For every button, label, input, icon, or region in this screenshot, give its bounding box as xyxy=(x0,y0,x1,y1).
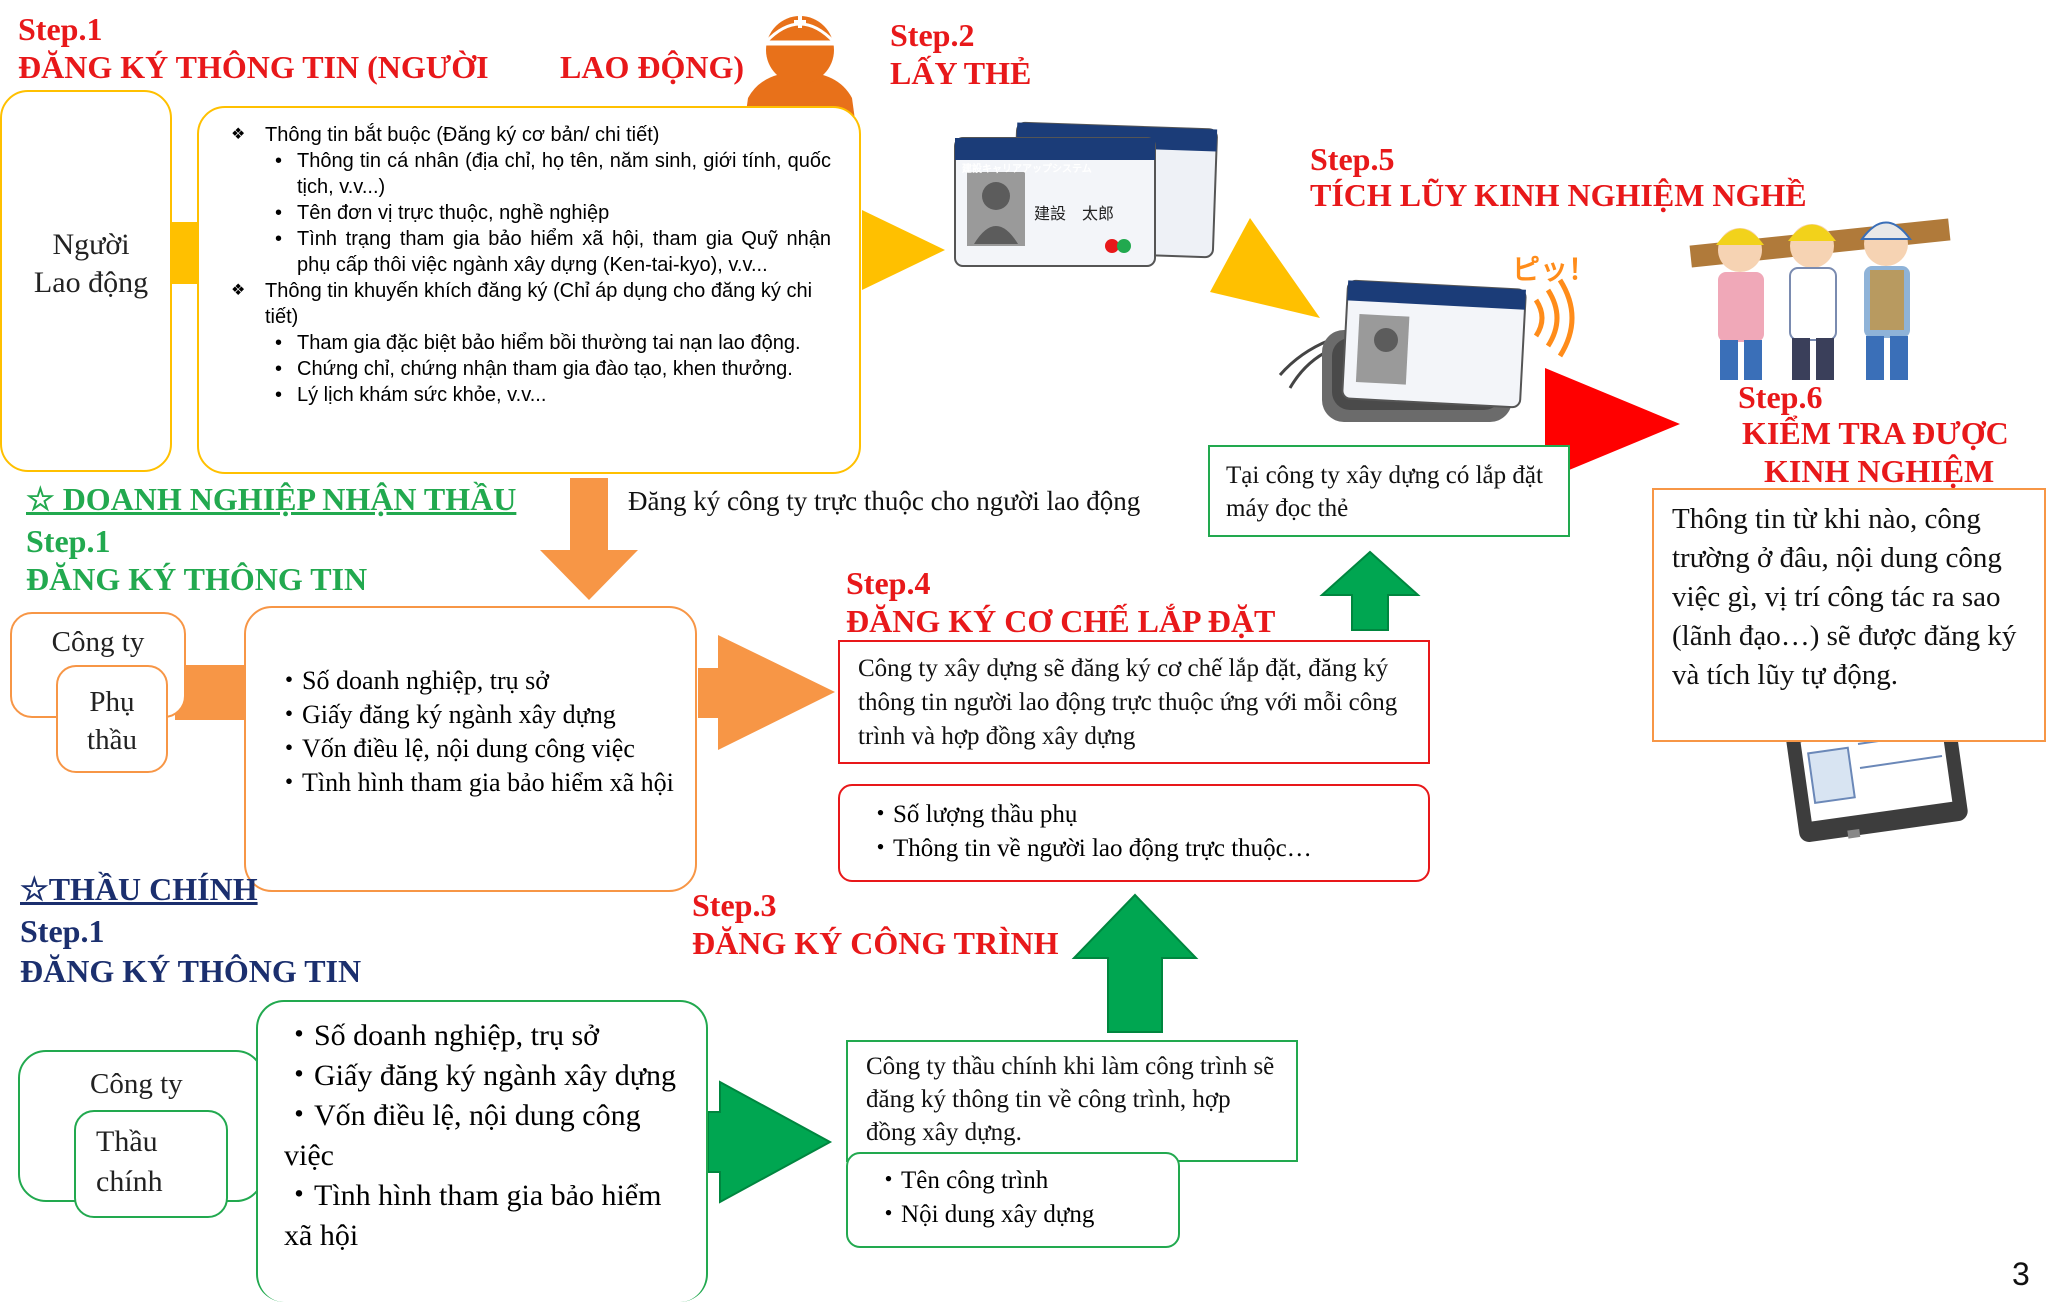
worker-title-2: LAO ĐỘNG) xyxy=(560,49,744,85)
worker-info-list: Thông tin bắt buộc (Đăng ký cơ bản/ chi … xyxy=(227,122,831,408)
step4-item: Số lượng thầu phụ xyxy=(868,798,1428,832)
prime-info-item: Tình hình tham gia bảo hiểm xã hội xyxy=(284,1176,690,1256)
step5-title: TÍCH LŨY KINH NGHIỆM NGHỀ xyxy=(1310,177,1807,213)
worker-info-item: Tình trạng tham gia bảo hiểm xã hội, tha… xyxy=(227,226,831,278)
step4-items-box: Số lượng thầu phụThông tin về người lao … xyxy=(838,784,1430,882)
subcontractor-title: ĐĂNG KÝ THÔNG TIN xyxy=(26,561,368,597)
card-name-text: 建設 太郎 xyxy=(1034,206,1115,223)
step4-item: Thông tin về người lao động trực thuộc… xyxy=(868,832,1428,866)
prime-info-item: Giấy đăng ký ngành xây dựng xyxy=(284,1056,690,1096)
step3-item: Nội dung xây dựng xyxy=(876,1198,1178,1232)
card-org-text: 建設キャリアアップシステム xyxy=(962,164,1092,175)
step3-title: ĐĂNG KÝ CÔNG TRÌNH xyxy=(692,925,1059,961)
subcontractor-entity-inner-label: Phụ thầu xyxy=(87,686,137,756)
step6-step-label: Step.6 xyxy=(1738,379,1823,415)
prime-entity-inner: Thầu chính xyxy=(74,1110,228,1218)
worker-connector xyxy=(170,222,200,284)
step4-items-list: Số lượng thầu phụThông tin về người lao … xyxy=(868,798,1428,866)
step6-description-box: Thông tin từ khi nào, công trường ở đâu,… xyxy=(1652,488,2046,742)
worker-info-item: Lý lịch khám sức khỏe, v.v... xyxy=(227,382,831,408)
subcontractor-info-box: Số doanh nghiệp, trụ sởGiấy đăng ký ngàn… xyxy=(244,606,697,892)
step3-items-box: Tên công trìnhNội dung xây dựng xyxy=(846,1152,1180,1248)
worker-info-box: Thông tin bắt buộc (Đăng ký cơ bản/ chi … xyxy=(197,106,861,474)
step2-title: LẤY THẺ xyxy=(890,55,1032,91)
subcontractor-entity-outer-label: Công ty xyxy=(51,626,145,658)
page-number: 3 xyxy=(2012,1256,2030,1292)
green-up-arrow-step3 xyxy=(1071,893,1199,1033)
step6-title-2: KINH NGHIỆM xyxy=(1764,453,1995,489)
prime-section-title: ☆THẦU CHÍNH xyxy=(20,871,258,907)
step3-item: Tên công trình xyxy=(876,1164,1178,1198)
step5-step-label: Step.5 xyxy=(1310,141,1395,177)
prime-entity-outer-label: Công ty xyxy=(90,1068,183,1100)
prime-info-item: Số doanh nghiệp, trụ sở xyxy=(284,1016,690,1056)
subcontractor-info-list: Số doanh nghiệp, trụ sởGiấy đăng ký ngàn… xyxy=(276,664,675,800)
step6-title-1: KIỂM TRA ĐƯỢC xyxy=(1742,415,2009,451)
green-up-arrow-step4 xyxy=(1319,550,1421,631)
prime-entity-inner-label: Thầu chính xyxy=(96,1125,163,1198)
prime-info-box: Số doanh nghiệp, trụ sởGiấy đăng ký ngàn… xyxy=(256,1000,708,1302)
subcontractor-step-label: Step.1 xyxy=(26,523,111,559)
yellow-arrow-to-card xyxy=(862,210,945,290)
id-card-icon xyxy=(954,121,1218,267)
step3-description: Công ty thầu chính khi làm công trình sẽ… xyxy=(866,1053,1275,1146)
step4-title: ĐĂNG KÝ CƠ CHẾ LẮP ĐẶT xyxy=(846,603,1276,639)
green-right-arrow xyxy=(707,1080,833,1204)
worker-info-item: Thông tin bắt buộc (Đăng ký cơ bản/ chi … xyxy=(227,122,831,148)
step3-step-label: Step.3 xyxy=(692,887,777,923)
prime-step-label: Step.1 xyxy=(20,913,105,949)
red-arrow-to-experience xyxy=(1545,368,1680,480)
workers-group-icon xyxy=(1689,218,1951,380)
orange-down-arrow xyxy=(540,478,638,600)
prime-info-list: Số doanh nghiệp, trụ sởGiấy đăng ký ngàn… xyxy=(284,1016,690,1256)
worker-title: ĐĂNG KÝ THÔNG TIN (NGƯỜI xyxy=(18,49,489,85)
step4-description: Công ty xây dựng sẽ đăng ký cơ chế lắp đ… xyxy=(858,655,1398,750)
step5-note: Tại công ty xây dựng có lắp đặt máy đọc … xyxy=(1226,462,1543,522)
subcontractor-section-title: ☆ DOANH NGHIỆP NHẬN THẦU xyxy=(26,481,517,517)
tablet-icon xyxy=(1786,710,1968,842)
worker-info-item: Tên đơn vị trực thuộc, nghề nghiệp xyxy=(227,200,831,226)
worker-info-item: Thông tin khuyến khích đăng ký (Chỉ áp d… xyxy=(227,278,831,330)
subcontractor-info-item: Số doanh nghiệp, trụ sở xyxy=(276,664,675,698)
step4-step-label: Step.4 xyxy=(846,565,931,601)
worker-info-item: Tham gia đặc biệt bảo hiểm bồi thường ta… xyxy=(227,330,831,356)
step3-description-box: Công ty thầu chính khi làm công trình sẽ… xyxy=(846,1040,1298,1162)
step4-description-box: Công ty xây dựng sẽ đăng ký cơ chế lắp đ… xyxy=(838,640,1430,764)
subcontractor-arrow-caption: Đăng ký công ty trực thuộc cho người lao… xyxy=(628,486,1141,516)
yellow-arrow-to-reader xyxy=(1210,218,1320,318)
step3-items-list: Tên công trìnhNội dung xây dựng xyxy=(876,1164,1178,1232)
step2-step-label: Step.2 xyxy=(890,17,975,53)
subcontractor-info-item: Tình hình tham gia bảo hiểm xã hội xyxy=(276,766,675,800)
orange-right-arrow xyxy=(698,635,835,750)
prime-title: ĐĂNG KÝ THÔNG TIN xyxy=(20,953,362,989)
subcontractor-info-item: Vốn điều lệ, nội dung công việc xyxy=(276,732,675,766)
prime-info-item: Vốn điều lệ, nội dung công việc xyxy=(284,1096,690,1176)
subcontractor-info-item: Giấy đăng ký ngành xây dựng xyxy=(276,698,675,732)
worker-info-item: Thông tin cá nhân (địa chỉ, họ tên, năm … xyxy=(227,148,831,200)
beep-text: ピッ！ xyxy=(1512,253,1597,286)
subcontractor-connector xyxy=(175,665,245,720)
card-reader-icon xyxy=(1278,278,1575,422)
worker-step-label: Step.1 xyxy=(18,11,103,47)
subcontractor-entity-inner: Phụ thầu xyxy=(56,665,168,773)
worker-entity-box: Người Lao động xyxy=(0,90,172,472)
step5-note-box: Tại công ty xây dựng có lắp đặt máy đọc … xyxy=(1208,445,1570,537)
worker-info-item: Chứng chỉ, chứng nhận tham gia đào tạo, … xyxy=(227,356,831,382)
step6-description: Thông tin từ khi nào, công trường ở đâu,… xyxy=(1672,503,2017,691)
worker-entity-label: Người Lao động xyxy=(33,228,149,299)
